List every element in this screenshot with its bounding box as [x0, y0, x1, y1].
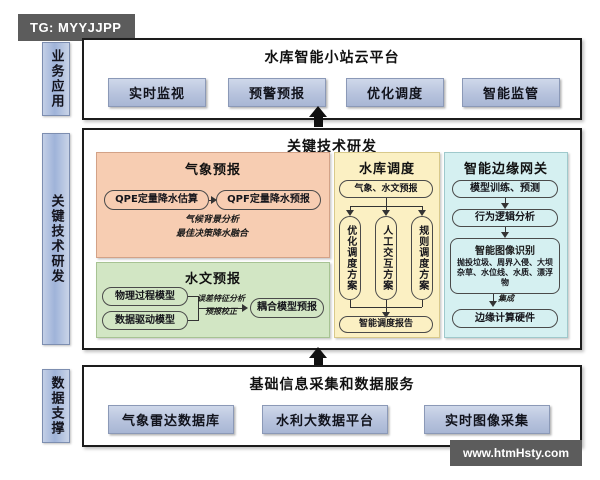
connector-merge-down — [386, 307, 387, 313]
button-smart-supervision[interactable]: 智能监管 — [462, 78, 560, 107]
annotation-climate-background: 气候背景分析 — [184, 215, 239, 225]
node-data-driven-model[interactable]: 数据驱动模型 — [102, 311, 188, 330]
layer-label-tech: 关键技术研发 — [42, 133, 70, 345]
arrow-gateway-1 — [501, 203, 509, 209]
panel-hydrology-title: 水文预报 — [184, 272, 241, 287]
arrow-gateway-2 — [501, 232, 509, 238]
node-image-recognition-detail: 抛投垃圾、周界入侵、大坝杂草、水位线、水质、漂浮物 — [457, 258, 553, 287]
data-layer-title: 基础信息采集和数据服务 — [249, 377, 415, 393]
connector-dispatch-right-drop — [422, 206, 423, 212]
arrow-dispatch-option2 — [382, 210, 390, 216]
node-coupled-model-forecast[interactable]: 耦合模型预报 — [250, 298, 324, 318]
layer-label-tech-text: 关键技术研发 — [48, 194, 64, 284]
node-model-training-prediction[interactable]: 模型训练、预测 — [452, 180, 558, 198]
arrow-hydrology-to-output — [242, 304, 248, 312]
panel-weather-title: 气象预报 — [184, 163, 241, 178]
panel-dispatch-title: 水库调度 — [358, 162, 415, 177]
annotation-integration: 集成 — [498, 293, 514, 303]
annotation-optimal-fusion: 最佳决策降水融合 — [175, 229, 248, 239]
connector-merge-left — [350, 300, 351, 307]
arrow-dispatch-option1 — [346, 210, 354, 216]
business-layer-frame: 水库智能小站云平台 实时监视 预警预报 优化调度 智能监管 — [82, 38, 582, 120]
node-image-recognition-title: 智能图像识别 — [475, 246, 535, 257]
annotation-forecast-correction: 预报校正 — [205, 306, 237, 316]
connector-dispatch-mid-drop — [386, 206, 387, 212]
node-physical-process-model[interactable]: 物理过程模型 — [102, 287, 188, 306]
panel-gateway-title: 智能边缘网关 — [463, 162, 548, 177]
button-optimal-dispatch[interactable]: 优化调度 — [346, 78, 444, 107]
node-image-recognition[interactable]: 智能图像识别 抛投垃圾、周界入侵、大坝杂草、水位线、水质、漂浮物 — [450, 238, 560, 294]
button-realtime-monitor[interactable]: 实时监视 — [108, 78, 206, 107]
node-manual-interaction-plan[interactable]: 人工交互方案 — [375, 216, 397, 300]
node-edge-computing-hardware[interactable]: 边缘计算硬件 — [452, 309, 558, 328]
layer-label-business: 业务应用 — [42, 42, 70, 116]
connector-qpe-qpf — [209, 200, 215, 201]
tag-badge: TG: MYYJJPP — [18, 14, 136, 41]
button-realtime-image-capture[interactable]: 实时图像采集 — [424, 405, 550, 434]
node-weather-hydrology-input[interactable]: 气象、水文预报 — [339, 180, 433, 198]
node-behavior-logic-analysis[interactable]: 行为逻辑分析 — [452, 209, 558, 227]
button-water-bigdata-platform[interactable]: 水利大数据平台 — [262, 405, 388, 434]
arrow-to-dispatch-report — [382, 312, 390, 318]
connector-gateway-1 — [505, 198, 506, 205]
watermark-badge: www.htmHsty.com — [449, 440, 582, 466]
tech-layer-title: 关键技术研发 — [287, 139, 377, 155]
node-optimal-dispatch-plan[interactable]: 优化调度方案 — [339, 216, 361, 300]
connector-gateway-3 — [493, 294, 494, 303]
arrow-up-tech-head — [309, 347, 327, 358]
business-layer-title: 水库智能小站云平台 — [264, 50, 400, 66]
connector-dispatch-bus-stem — [386, 198, 387, 206]
connector-hydrology-to-output — [198, 308, 244, 309]
arrow-gateway-3 — [489, 301, 497, 307]
button-weather-radar-database[interactable]: 气象雷达数据库 — [108, 405, 234, 434]
connector-gateway-2 — [505, 227, 506, 234]
connector-merge-right — [422, 300, 423, 307]
data-layer-frame: 基础信息采集和数据服务 气象雷达数据库 水利大数据平台 实时图像采集 — [82, 365, 582, 447]
connector-dispatch-left-drop — [350, 206, 351, 212]
node-qpe-estimate[interactable]: QPE定量降水估算 — [104, 190, 209, 210]
connector-merge-mid — [386, 300, 387, 307]
node-rule-dispatch-plan[interactable]: 规则调度方案 — [411, 216, 433, 300]
arrow-up-business-stem — [314, 117, 323, 127]
connector-datadriven-branch — [188, 320, 198, 321]
annotation-error-analysis: 误差特征分析 — [197, 293, 245, 303]
layer-label-data: 数据支撑 — [42, 369, 70, 443]
button-warning-forecast[interactable]: 预警预报 — [228, 78, 326, 107]
layer-label-data-text: 数据支撑 — [48, 376, 64, 436]
arrow-up-business-head — [309, 106, 327, 117]
layer-label-business-text: 业务应用 — [48, 49, 64, 109]
connector-physical-branch — [188, 296, 198, 297]
node-smart-dispatch-report[interactable]: 智能调度报告 — [339, 316, 433, 333]
node-qpf-forecast[interactable]: QPF定量降水预报 — [216, 190, 321, 210]
arrow-dispatch-option3 — [418, 210, 426, 216]
arrow-up-tech-stem — [314, 358, 323, 368]
